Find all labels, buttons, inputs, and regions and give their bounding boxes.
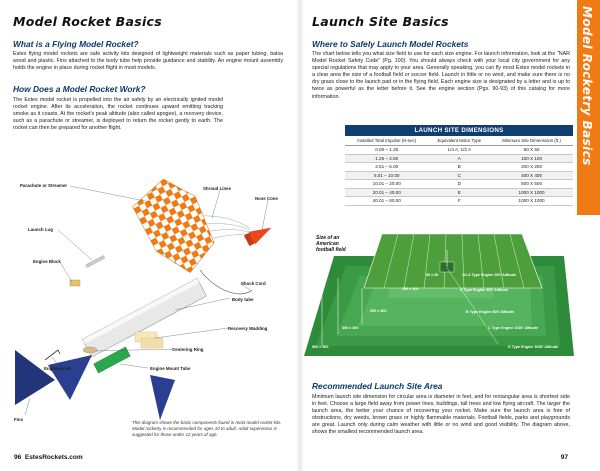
launch-field-diagram [304, 233, 574, 356]
ann-c-engine: C Type Engine 1000' Altitude [488, 326, 539, 330]
left-page-title: Model Rocket Basics [13, 14, 162, 29]
diagram-caption: This diagram shows the basic components … [132, 420, 282, 437]
flying-rocket-heading: What is a Flying Model Rocket? [13, 39, 139, 49]
right-page-number: 97 [560, 454, 568, 461]
label-body-tube: Body tube [232, 297, 254, 302]
col-site-dimensions: Minimum Site Dimensions (ft.) [490, 136, 573, 146]
flying-rocket-paragraph: Estes flying model rockets are safe acti… [13, 51, 283, 72]
cell: 50 X 50 [490, 145, 573, 155]
cell: 200 X 200 [490, 162, 573, 172]
label-parachute-streamer: Parachute or Streamer [20, 183, 68, 188]
label-engine-mount-tube: Engine Mount Tube [150, 366, 191, 371]
nose-cone [243, 227, 272, 247]
parachute-streamer [132, 178, 215, 273]
fin-1 [48, 355, 92, 400]
cell: 1000 X 1000 [490, 196, 573, 206]
cell: 100 X 100 [490, 154, 573, 163]
cell: B [428, 162, 491, 172]
left-page: Model Rocket Basics What is a Flying Mod… [0, 0, 298, 471]
label-recovery-wadding: Recovery Wadding [228, 326, 268, 331]
where-to-launch-paragraph: The chart below tells you what size fiel… [312, 51, 570, 100]
label-centering-ring: Centering Ring [172, 347, 204, 352]
fin-2 [15, 350, 55, 405]
cell: F [428, 196, 491, 206]
cell: D [428, 179, 491, 189]
recovery-wadding [134, 331, 164, 349]
shock-cord [199, 269, 253, 295]
cell: 1.26 – 2.50 [345, 154, 429, 163]
cell: 10.01 – 20.00 [345, 179, 429, 189]
engine-mount-tube [93, 346, 131, 374]
cell: 5.01 – 10.00 [345, 171, 429, 180]
rocket-exploded-diagram [15, 178, 272, 420]
cell: 1/4 A, 1/2 A [428, 145, 491, 155]
cell: 20.01 – 40.00 [345, 188, 429, 197]
ann-a-engine: A Type Engine 400' Altitude [460, 288, 508, 292]
left-footer: 96 EstesRockets.com [14, 454, 83, 461]
launch-site-dimensions-table: LAUNCH SITE DIMENSIONS Installed Total I… [345, 125, 573, 206]
how-rocket-works-heading: How Does a Model Rocket Work? [13, 84, 146, 94]
table-header-row: Installed Total Impulse (N-sec) Equivale… [345, 136, 573, 146]
label-engine-block: Engine Block [33, 259, 61, 264]
where-to-launch-heading: Where to Safely Launch Model Rockets [312, 39, 469, 49]
cell: 2.51 – 5.00 [345, 162, 429, 172]
ann-200x200: 200 x 200 [370, 309, 387, 313]
table-title: LAUNCH SITE DIMENSIONS [345, 125, 573, 136]
label-shock-cord: Shock Cord [241, 281, 266, 286]
centering-ring [82, 346, 98, 354]
ann-half-a-engine: 1/2 A Type Engine 200' Altitude [462, 273, 516, 277]
website-link[interactable]: EstesRockets.com [24, 454, 83, 461]
right-page-title: Launch Site Basics [312, 14, 449, 29]
recommended-area-heading: Recommended Launch Site Area [312, 381, 443, 391]
ann-100x100: 100 x 100 [402, 287, 419, 291]
engine-block [69, 279, 81, 287]
cell: A [428, 154, 491, 163]
cell: 40.01 – 80.00 [345, 196, 429, 206]
label-shroud-lines: Shroud Lines [203, 186, 232, 191]
ann-d-engine: D Type Engine 1600' Altitude [508, 345, 559, 349]
engine-hook [44, 349, 61, 361]
launch-lug [85, 255, 106, 268]
cell: 0.00 – 1.25 [345, 145, 429, 155]
ann-b-engine: B Type Engine 800' Altitude [466, 310, 515, 314]
cell: 400 X 400 [490, 171, 573, 180]
label-nose-cone: Nose Cone [255, 196, 278, 201]
col-motor-type: Equivalent Motor Type [428, 136, 491, 146]
ann-500x500: 500 x 500 [312, 345, 329, 349]
page-gutter [296, 0, 304, 471]
cell: 500 X 500 [490, 179, 573, 189]
col-impulse: Installed Total Impulse (N-sec) [345, 136, 429, 146]
label-fins: Fins [14, 417, 24, 422]
how-rocket-works-paragraph: The Estes model rocket is propelled into… [13, 97, 223, 132]
cell: 1000 X 1000 [490, 188, 573, 197]
ann-50x50: 50 x 50 [426, 273, 439, 277]
left-page-number: 96 [14, 454, 22, 461]
fin-3 [150, 375, 175, 420]
section-side-tab: Model Rocketry Basics [577, 0, 600, 215]
football-field [363, 233, 543, 289]
right-page: Launch Site Basics Where to Safely Launc… [302, 0, 600, 471]
recommended-area-paragraph: Minimum launch site dimension for circul… [312, 394, 570, 436]
label-launch-lug: Launch Lug [28, 227, 53, 232]
side-tab-label: Model Rocketry Basics [580, 6, 594, 166]
ann-400x400: 400 x 400 [342, 326, 359, 330]
football-field-label: Size of an American football field [316, 235, 346, 253]
label-engine-hook: Engine Hook [44, 366, 71, 371]
cell: C [428, 171, 491, 180]
cell: E [428, 188, 491, 197]
